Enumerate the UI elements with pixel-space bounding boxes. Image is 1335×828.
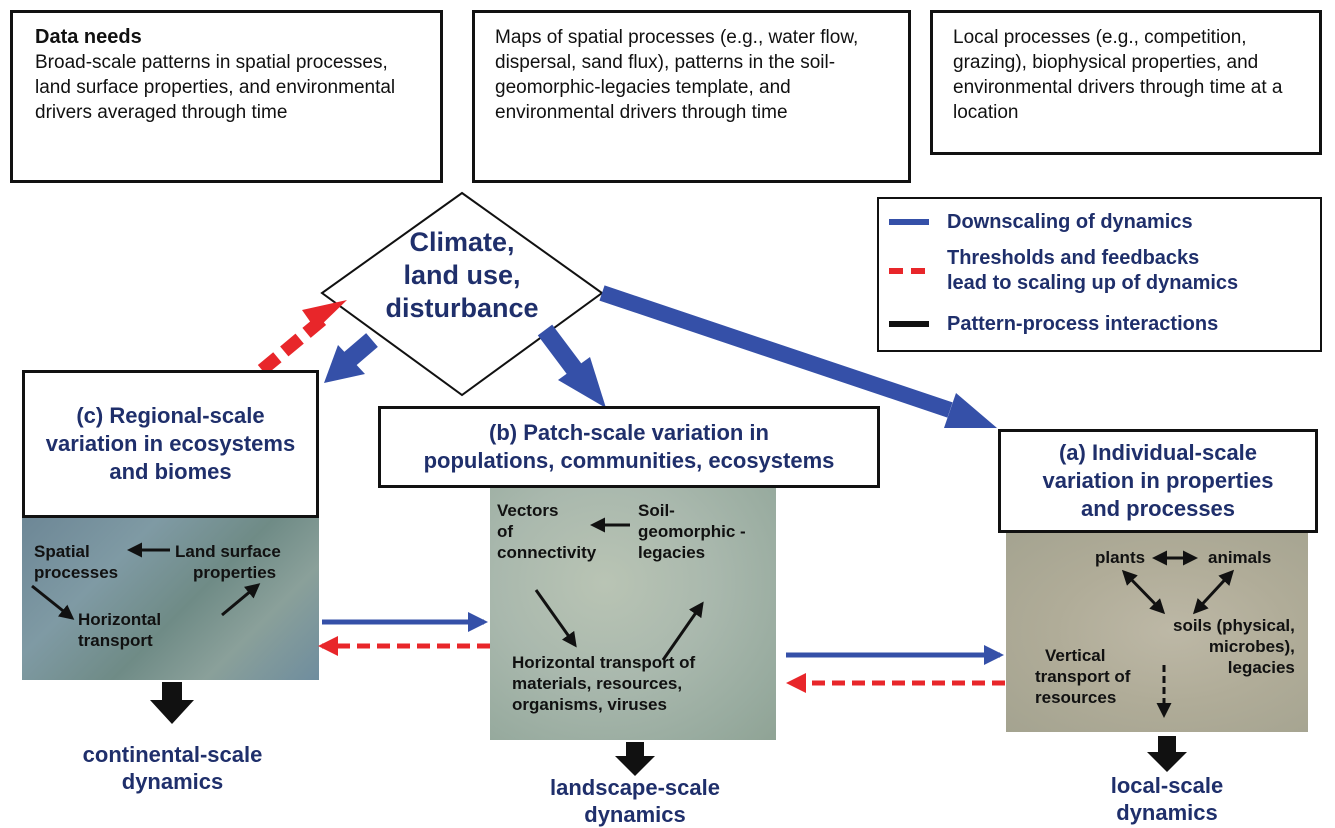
patch-vectors-to-horizontal-arrow — [534, 589, 577, 648]
data-needs-patch-box: Maps of spatial processes (e.g., water f… — [472, 10, 911, 183]
data-needs-individual-text: Local processes (e.g., competition, graz… — [953, 27, 1283, 123]
legend-pattern-process-swatch — [889, 321, 929, 327]
patch-soil-line-1: Soil- — [638, 501, 675, 520]
local-dynamics-line-2: dynamics — [1116, 800, 1218, 825]
patch-vectors-line-3: connectivity — [497, 543, 597, 562]
legend-downscaling: Downscaling of dynamics — [889, 207, 1193, 237]
legend-thresholds-swatch — [889, 268, 929, 274]
regional-title-box: (c) Regional-scale variation in ecosyste… — [22, 370, 319, 518]
individual-animals-label: animals — [1208, 548, 1272, 567]
individual-vertical-line-3: resources — [1035, 688, 1117, 707]
individual-title-2: variation in properties — [1042, 468, 1274, 493]
regional-horizontal-line-2: transport — [78, 631, 153, 650]
landscape-dynamics-label: landscape-scale dynamics — [520, 774, 750, 828]
data-needs-regional-desc: Broad-scale patterns in spatial processe… — [35, 52, 396, 123]
regional-horizontal-line-1: Horizontal — [78, 610, 162, 629]
individual-plants-soils-arrow — [1121, 569, 1166, 615]
individual-soils-label: soils (physical, microbes), legacies — [1173, 615, 1295, 678]
individual-title-3: and processes — [1080, 496, 1236, 521]
patch-soil-label: Soil- geomorphic - legacies — [638, 500, 746, 563]
landscape-dynamics-line-1: landscape-scale — [550, 775, 720, 800]
legend-pattern-process: Pattern-process interactions — [889, 309, 1218, 339]
driver-diamond — [320, 191, 604, 397]
legend-downscaling-swatch — [889, 219, 929, 225]
individual-vertical-line-2: transport of — [1035, 667, 1131, 686]
individual-vertical-label: Vertical transport of resources — [1035, 645, 1130, 708]
individual-down-arrow — [1147, 736, 1187, 772]
patch-soil-line-2: geomorphic - — [638, 522, 746, 541]
regional-horizontal-to-land-arrow — [221, 583, 261, 617]
legend-thresholds: Thresholds and feedbacks lead to scaling… — [889, 245, 1238, 297]
regional-spatial-processes-label: Spatial processes — [34, 541, 118, 583]
data-needs-regional-box: Data needs Broad-scale patterns in spati… — [10, 10, 443, 183]
patch-down-arrow — [615, 742, 655, 776]
data-needs-patch-text: Maps of spatial processes (e.g., water f… — [495, 27, 859, 123]
regional-horizontal-transport-label: Horizontal transport — [78, 609, 161, 651]
local-dynamics-label: local-scale dynamics — [1082, 772, 1252, 826]
downscale-to-individual-arrow — [599, 285, 997, 428]
regional-spatial-processes-line-1: Spatial — [34, 542, 90, 561]
individual-soils-line-2: microbes), — [1208, 637, 1295, 656]
continental-dynamics-label: continental-scale dynamics — [50, 741, 295, 795]
patch-title-1: (b) Patch-scale variation in — [489, 420, 769, 445]
patch-horizontal-line-2: materials, resources, — [512, 674, 683, 693]
patch-horizontal-label: Horizontal transport of materials, resou… — [512, 652, 695, 715]
regional-down-arrow — [150, 682, 194, 724]
patch-vectors-label: Vectors of connectivity — [497, 500, 596, 563]
driver-line-3: disturbance — [385, 293, 539, 323]
regional-land-surface-line-1: Land surface — [175, 542, 281, 561]
legend-box: Downscaling of dynamics Thresholds and f… — [877, 197, 1322, 352]
patch-title-box: (b) Patch-scale variation in populations… — [378, 406, 880, 488]
patch-horizontal-line-3: organisms, viruses — [512, 695, 667, 714]
individual-soils-line-3: legacies — [1227, 658, 1295, 677]
continental-dynamics-line-2: dynamics — [121, 769, 224, 794]
individual-animals-soils-arrow — [1192, 569, 1235, 615]
individual-title-1: (a) Individual-scale — [1058, 440, 1258, 465]
patch-soil-line-3: legacies — [638, 543, 706, 562]
regional-map-panel — [22, 518, 319, 680]
individual-soils-line-1: soils (physical, — [1173, 616, 1295, 635]
patch-vectors-line-2: of — [497, 522, 514, 541]
scale-up-regional-arrow — [257, 300, 347, 375]
legend-thresholds-label-2: lead to scaling up of dynamics — [947, 272, 1239, 294]
landscape-dynamics-line-2: dynamics — [584, 802, 686, 827]
driver-label: Climate, land use, disturbance — [372, 226, 552, 325]
legend-pattern-process-label: Pattern-process interactions — [947, 312, 1219, 335]
patch-image-panel — [490, 478, 776, 740]
downscale-to-patch-arrow — [537, 324, 606, 408]
legend-downscaling-label: Downscaling of dynamics — [947, 210, 1193, 233]
regional-land-surface-line-2: properties — [193, 563, 277, 582]
local-dynamics-line-1: local-scale — [1110, 773, 1224, 798]
legend-thresholds-label-1: Thresholds and feedbacks — [947, 247, 1200, 269]
downscale-to-regional-arrow — [324, 333, 378, 383]
regional-spatial-processes-line-2: processes — [34, 563, 119, 582]
data-needs-individual-box: Local processes (e.g., competition, graz… — [930, 10, 1322, 155]
data-needs-regional-text: Data needs Broad-scale patterns in spati… — [35, 25, 426, 125]
patch-title-2: populations, communities, ecosystems — [423, 448, 835, 473]
individual-plants-label: plants — [1095, 548, 1146, 567]
patch-vectors-line-1: Vectors — [497, 501, 559, 520]
individual-vertical-line-1: Vertical — [1045, 646, 1106, 665]
driver-line-2: land use, — [403, 260, 521, 290]
regional-spatial-to-horizontal-arrow — [31, 584, 75, 620]
individual-title-box: (a) Individual-scale variation in proper… — [998, 429, 1318, 533]
regional-title: (c) Regional-scale variation in ecosyste… — [45, 403, 296, 484]
driver-line-1: Climate, — [409, 227, 515, 257]
continental-dynamics-line-1: continental-scale — [82, 742, 263, 767]
patch-horizontal-to-soil-arrow — [661, 601, 704, 661]
data-needs-title: Data needs — [35, 26, 142, 48]
regional-land-surface-label: Land surface properties — [175, 541, 281, 583]
patch-horizontal-line-1: Horizontal transport of — [512, 653, 696, 672]
